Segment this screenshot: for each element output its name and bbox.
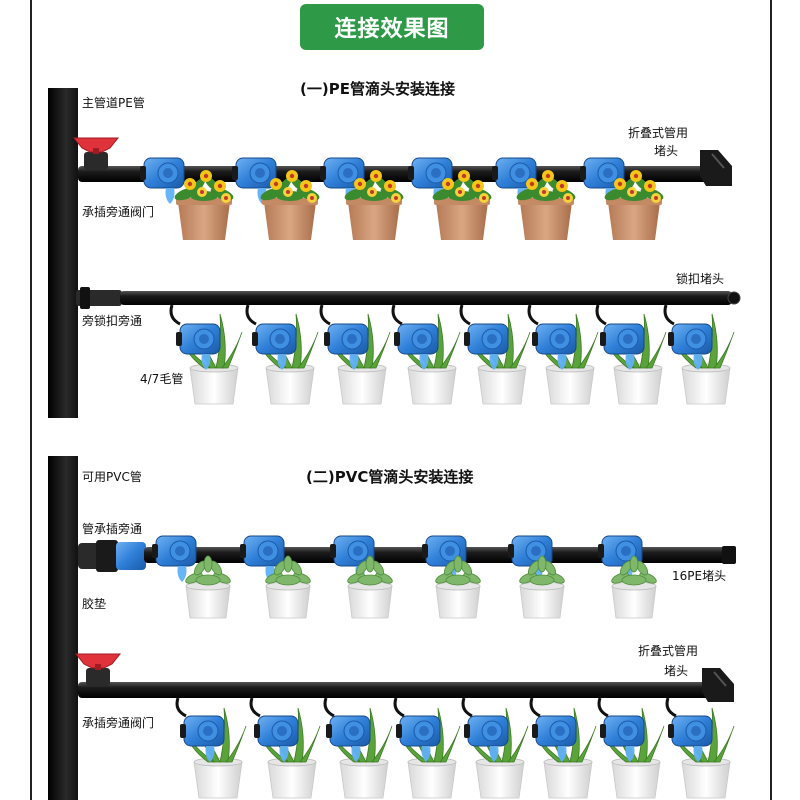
label-lock-cap: 锁扣堵头 [676,272,725,286]
label-folding-cap-1a: 折叠式管用 [628,126,689,140]
end-cap-icon [702,668,734,702]
end-cap-icon [700,150,732,186]
section2-heading: (二)PVC管滴头安装连接 [306,468,474,486]
label-folding-cap-2b: 堵头 [664,664,689,678]
label-pvc-ok: 可用PVC管 [82,470,142,484]
main-pipe-vertical-1 [48,88,78,418]
section1-heading: (一)PE管滴头安装连接 [300,80,455,98]
title-banner: 连接效果图 [300,4,484,50]
label-capillary: 4/7毛管 [140,372,184,386]
label-socket-bypass: 管承插旁通 [82,522,143,536]
valve-icon [75,653,121,687]
label-folding-cap-2a: 折叠式管用 [638,644,699,658]
label-gasket: 胶垫 [82,597,107,611]
label-bypass-valve-2: 承插旁通阀门 [82,716,155,730]
pipe-row-4 [78,682,728,698]
pipe-row-2 [120,291,732,305]
valve-icon [73,137,119,171]
label-lock-bypass: 旁锁扣旁通 [82,314,143,328]
diagram-frame [30,0,772,800]
label-bypass-valve-1: 承插旁通阀门 [82,205,155,219]
label-folding-cap-1b: 堵头 [654,144,679,158]
main-pipe-vertical-2 [48,456,78,800]
lock-cap [727,291,741,305]
label-pe16-cap: 16PE堵头 [672,569,727,583]
label-main-pipe: 主管道PE管 [82,96,145,110]
row-4-capillaries [175,697,677,718]
row-2-capillaries [169,304,675,326]
